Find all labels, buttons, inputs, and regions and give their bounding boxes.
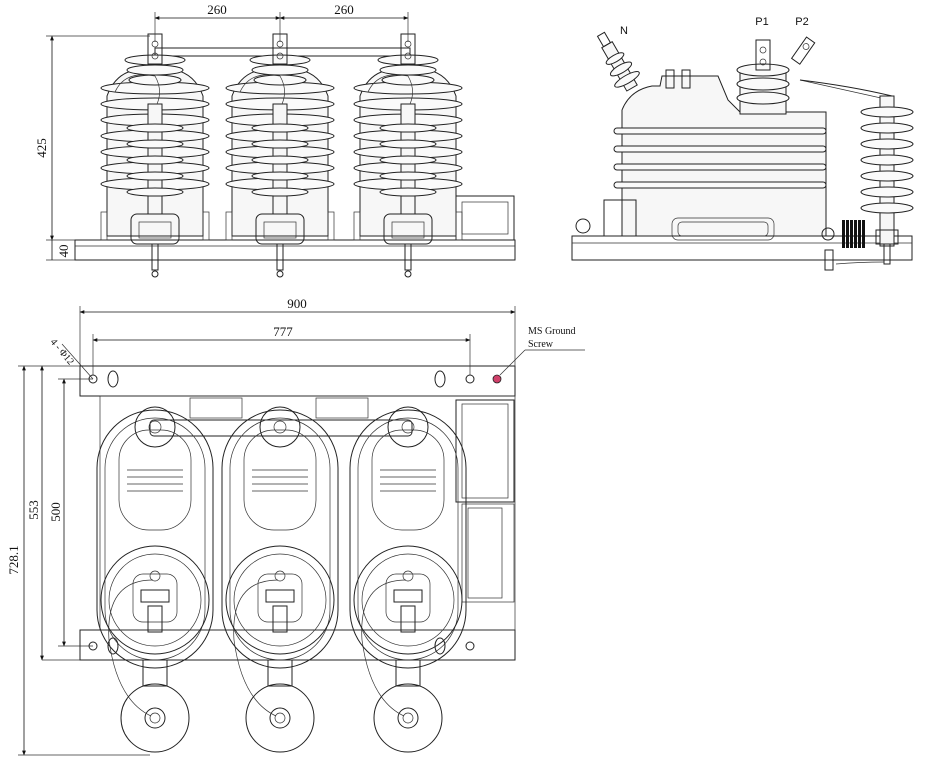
side-body xyxy=(621,75,827,237)
dim-depth-500: 500 xyxy=(48,502,63,522)
front-phase-unit xyxy=(100,33,210,278)
top-phase-unit xyxy=(221,406,339,753)
dim-overall-depth: 728.1 xyxy=(6,545,21,574)
top-terminal-box xyxy=(455,399,515,503)
top-mount-rail-upper xyxy=(79,365,516,397)
ground-screw-marker xyxy=(492,374,502,384)
top-phase-unit xyxy=(349,406,467,753)
dim-phase-spacing-1: 260 xyxy=(207,2,227,17)
front-phase-unit xyxy=(353,33,463,278)
ground-screw-label-2: Screw xyxy=(528,339,554,350)
dim-overall-width: 900 xyxy=(287,296,307,311)
top-phase-unit xyxy=(96,406,214,753)
ground-screw-label-1: MS Ground xyxy=(528,326,576,337)
dim-depth-553: 553 xyxy=(26,500,41,520)
terminal-p1-label: P1 xyxy=(755,16,768,28)
front-phase-unit xyxy=(225,33,335,278)
terminal-n-label: N xyxy=(620,25,628,37)
dim-phase-spacing-2: 260 xyxy=(334,2,354,17)
top-busbar xyxy=(149,419,413,437)
dim-base-height: 40 xyxy=(56,245,71,258)
dim-total-height: 425 xyxy=(34,138,49,158)
top-view: 900 777 4 - Φ12 MS Ground Screw 728.1 55… xyxy=(6,296,585,756)
side-view: N P1 P2 xyxy=(571,16,914,271)
front-terminal-box xyxy=(455,195,515,241)
front-view: 260 260 425 40 xyxy=(34,2,516,278)
terminal-p2-label: P2 xyxy=(795,16,808,28)
dim-hole-spacing: 777 xyxy=(273,324,293,339)
hole-spec-label: 4 - Φ12 xyxy=(48,337,76,368)
front-base-plate xyxy=(74,239,516,261)
